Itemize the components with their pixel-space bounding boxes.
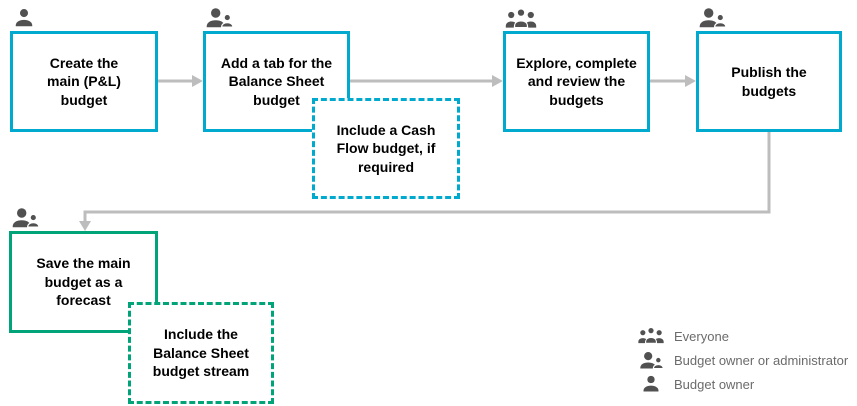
step-publish-budgets: Publish the budgets bbox=[696, 31, 842, 132]
budget-owner-or-administrator-icon bbox=[11, 206, 40, 230]
budget-owner-icon bbox=[636, 374, 666, 394]
arrowhead-right-icon bbox=[685, 75, 696, 87]
budget-owner-or-administrator-icon bbox=[205, 6, 234, 30]
step-explore-complete-review: Explore, complete and review the budgets bbox=[503, 31, 650, 132]
arrowhead-down-icon bbox=[79, 221, 91, 231]
legend-item-budget-owner-or-administrator: Budget owner or administrator bbox=[636, 350, 848, 370]
everyone-icon bbox=[636, 326, 666, 346]
step-label: Explore, complete and review the budgets bbox=[516, 54, 637, 108]
step-include-balance-sheet-stream: Include the Balance Sheet budget stream bbox=[128, 302, 274, 404]
budget-owner-or-administrator-icon bbox=[636, 350, 666, 370]
legend-item-everyone: Everyone bbox=[636, 326, 848, 346]
arrowhead-right-icon bbox=[192, 75, 203, 87]
legend-label: Budget owner bbox=[674, 376, 755, 392]
step-label: Include the Balance Sheet budget stream bbox=[152, 326, 250, 380]
everyone-icon bbox=[504, 7, 538, 31]
legend-item-budget-owner: Budget owner bbox=[636, 374, 848, 394]
step-include-cash-flow-budget: Include a Cash Flow budget, if required bbox=[312, 98, 460, 199]
step-label: Create the main (P&L) budget bbox=[47, 54, 121, 108]
connector-publish-to-save bbox=[83, 131, 771, 223]
legend-label: Everyone bbox=[674, 328, 729, 344]
budget-owner-icon bbox=[13, 7, 35, 29]
legend: Everyone Budget owner or administrator B… bbox=[636, 326, 848, 394]
step-label: Include a Cash Flow budget, if required bbox=[336, 121, 436, 175]
budget-owner-or-administrator-icon bbox=[698, 6, 727, 30]
arrowhead-right-icon bbox=[492, 75, 503, 87]
step-label: Publish the budgets bbox=[731, 64, 807, 99]
step-label: Save the main budget as a forecast bbox=[36, 255, 131, 309]
step-create-main-budget: Create the main (P&L) budget bbox=[10, 31, 158, 132]
legend-label: Budget owner or administrator bbox=[674, 352, 849, 368]
step-label: Add a tab for the Balance Sheet budget bbox=[220, 54, 333, 108]
step-add-balance-sheet-tab: Add a tab for the Balance Sheet budget bbox=[203, 31, 350, 132]
